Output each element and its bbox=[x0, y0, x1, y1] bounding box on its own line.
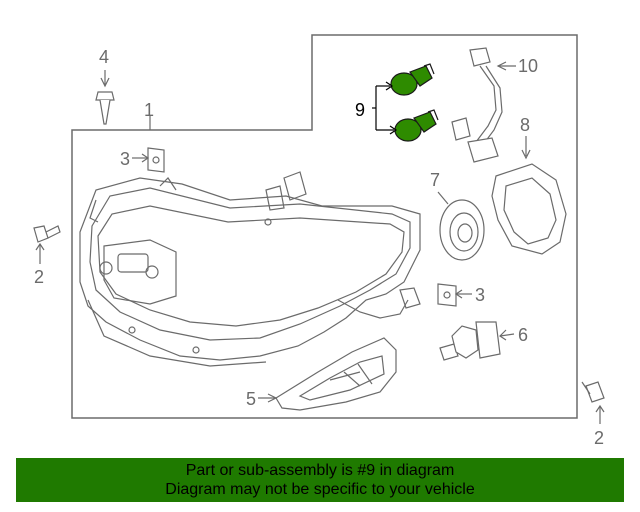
callout-5: 5 bbox=[246, 389, 257, 409]
callout-9: 9 bbox=[355, 100, 366, 120]
dust-cap bbox=[437, 191, 485, 261]
callout-2-right: 2 bbox=[594, 428, 605, 448]
leader-9 bbox=[372, 81, 398, 135]
push-pin bbox=[95, 70, 115, 125]
callout-8: 8 bbox=[520, 115, 531, 135]
lower-bracket bbox=[258, 337, 397, 411]
screw-right bbox=[581, 381, 605, 424]
headlamp-housing bbox=[79, 171, 421, 367]
socket-harness bbox=[451, 47, 516, 163]
parts-diagram bbox=[33, 34, 605, 424]
info-banner: Part or sub-assembly is #9 in diagram Di… bbox=[16, 458, 624, 502]
callout-1: 1 bbox=[144, 100, 155, 120]
clip-lower bbox=[437, 283, 472, 307]
banner-line-2: Diagram may not be specific to your vehi… bbox=[165, 481, 475, 498]
headlamp-bulb bbox=[439, 321, 515, 361]
assembly-outline bbox=[71, 34, 578, 419]
highlighted-bulb-upper bbox=[390, 63, 435, 96]
lamp-cover bbox=[491, 136, 567, 255]
callout-4: 4 bbox=[99, 47, 110, 67]
callout-3-lower: 3 bbox=[475, 285, 486, 305]
callout-3-upper: 3 bbox=[120, 149, 131, 169]
banner-line-1: Part or sub-assembly is #9 in diagram bbox=[185, 462, 455, 479]
callout-10: 10 bbox=[518, 56, 539, 76]
clip-upper bbox=[132, 147, 165, 173]
highlighted-bulb-lower bbox=[394, 109, 439, 142]
callout-7: 7 bbox=[430, 170, 441, 190]
callout-2-left: 2 bbox=[34, 267, 45, 287]
callout-6: 6 bbox=[518, 325, 529, 345]
screw-left bbox=[33, 225, 61, 262]
